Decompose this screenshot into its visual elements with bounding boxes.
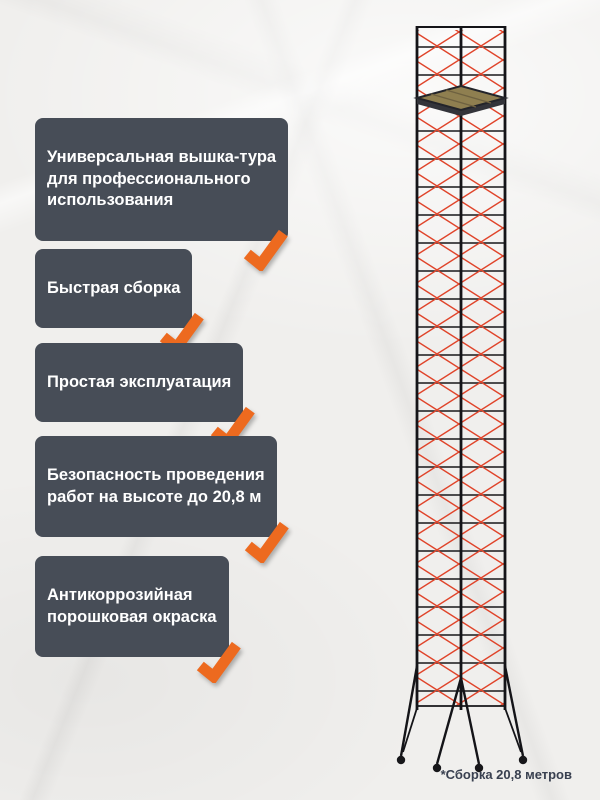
check-icon: [196, 641, 241, 684]
feature-label: Простая эксплуатация: [47, 372, 232, 391]
feature-badge-safety: Безопасность проведения работ на высоте …: [35, 436, 289, 564]
feature-badge-anticorrosion: Антикоррозийная порошковая окраска: [35, 556, 241, 684]
feature-label: Антикоррозийная порошковая окраска: [47, 585, 217, 626]
check-icon: [243, 229, 288, 271]
feature-badge-fast-assembly: Быстрая сборка: [35, 249, 205, 355]
feature-label: Универсальная вышка-тура для профессиона…: [47, 147, 277, 210]
check-icon: [244, 521, 289, 564]
feature-badge-universal: Универсальная вышка-тура для профессиона…: [35, 118, 289, 271]
assembly-height-footnote: *Сборка 20,8 метров: [440, 767, 572, 782]
scaffold-tower-image: [396, 26, 528, 773]
feature-label: Безопасность проведения работ на высоте …: [47, 465, 265, 506]
feature-badge-easy-use: Простая эксплуатация: [35, 343, 256, 449]
feature-label: Быстрая сборка: [47, 278, 181, 297]
